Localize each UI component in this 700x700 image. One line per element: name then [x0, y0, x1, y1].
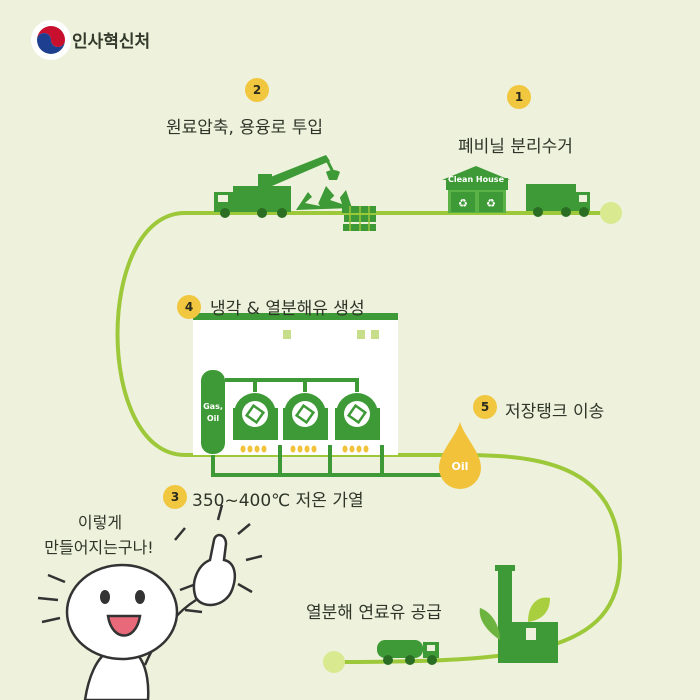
tanker-truck-icon — [377, 640, 439, 665]
final-label: 열분해 연료유 공급 — [306, 603, 442, 623]
reactor-2-icon — [283, 393, 328, 453]
reactor-1-icon — [233, 393, 278, 453]
path-start-dot — [600, 202, 622, 224]
speech-line-2: 만들어지는구나! — [44, 538, 154, 557]
step-3-label: 350~400℃ 저온 가열 — [192, 491, 364, 511]
step-1-badge: 1 — [507, 85, 531, 109]
svg-text:♻: ♻ — [458, 197, 468, 210]
step-1-label: 폐비닐 분리수거 — [458, 137, 573, 157]
step-2-badge: 2 — [245, 78, 269, 102]
step-4-label: 냉각 & 열분해유 생성 — [210, 299, 365, 319]
step-4-badge: 4 — [177, 295, 201, 319]
compressed-bales-icon — [342, 206, 376, 231]
speech-line-1: 이렇게 — [77, 513, 123, 532]
excitement-lines-icon — [37, 504, 263, 624]
scrap-pile-icon — [296, 186, 352, 210]
brand-name: 인사혁신처 — [72, 32, 151, 52]
oil-drop-label: Oil — [451, 460, 469, 473]
svg-text:♻: ♻ — [486, 197, 496, 210]
clean-house-icon: ♻ ♻ — [442, 166, 510, 213]
refinery-plant-icon — [479, 565, 558, 663]
path-end-dot — [323, 651, 345, 673]
step-5-label: 저장탱크 이송 — [505, 402, 605, 422]
reactor-3-icon — [335, 393, 380, 453]
taegeuk-logo-icon — [31, 20, 71, 60]
step-5-badge: 5 — [473, 395, 497, 419]
oil-drop-icon — [439, 422, 481, 489]
garbage-truck-icon — [526, 184, 590, 217]
gas-oil-tank-icon — [201, 370, 225, 454]
gas-oil-tank-label-1: Gas, — [203, 402, 223, 411]
clean-house-sign: Clean House — [448, 175, 504, 184]
step-2-label: 원료압축, 용융로 투입 — [166, 118, 323, 138]
cartoon-character-icon — [37, 504, 263, 700]
pipes — [211, 378, 460, 477]
step-3-badge: 3 — [163, 485, 187, 509]
gas-oil-tank-label-2: Oil — [206, 414, 220, 423]
crane-truck-icon — [214, 155, 340, 218]
